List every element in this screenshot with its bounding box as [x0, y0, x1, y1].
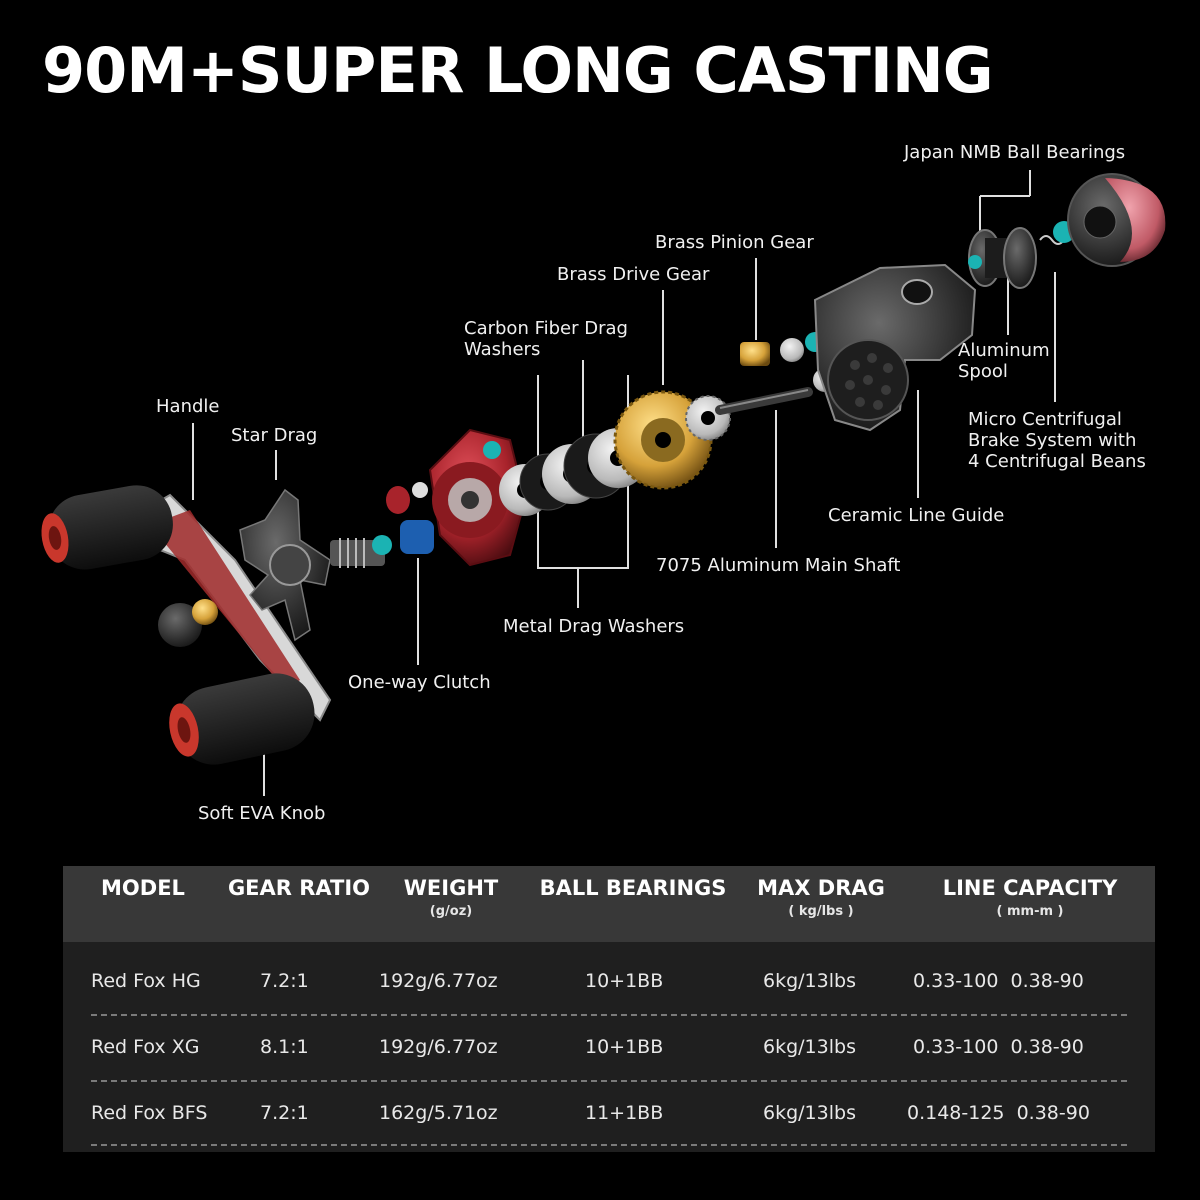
- header-line-capacity-unit: ( mm-m ): [996, 904, 1064, 919]
- header-model: MODEL: [93, 876, 193, 900]
- label-carbon-fiber-drag-washers: Carbon Fiber Drag Washers: [464, 318, 628, 360]
- cell-weight: 192g/6.77oz: [379, 970, 498, 992]
- cell-max-drag: 6kg/13lbs: [763, 970, 856, 992]
- main-shaft: [715, 387, 813, 415]
- brake-and-cover: [1039, 173, 1166, 267]
- label-brass-pinion-gear: Brass Pinion Gear: [655, 232, 814, 253]
- cell-max-drag: 6kg/13lbs: [763, 1036, 856, 1058]
- header-weight: WEIGHT (g/oz): [393, 876, 509, 919]
- cell-gear-ratio: 7.2:1: [260, 1102, 309, 1124]
- aluminum-spool: [968, 227, 1037, 289]
- header-max-drag-label: MAX DRAG: [757, 876, 885, 900]
- table-row: Red Fox BFS 7.2:1 162g/5.71oz 11+1BB 6kg…: [63, 1080, 1155, 1146]
- header-gear-ratio-label: GEAR RATIO: [227, 876, 371, 900]
- cell-ball-bearings: 11+1BB: [585, 1102, 664, 1124]
- header-ball-bearings-label: BALL BEARINGS: [539, 876, 727, 900]
- headline: 90M+SUPER LONG CASTING: [42, 34, 994, 107]
- label-handle: Handle: [156, 396, 220, 417]
- label-ceramic-line-guide: Ceramic Line Guide: [828, 505, 1005, 526]
- reel-frame: [813, 263, 977, 432]
- cell-ball-bearings: 10+1BB: [585, 1036, 664, 1058]
- spec-table: MODEL GEAR RATIO WEIGHT (g/oz) BALL BEAR…: [63, 866, 1155, 1152]
- row-divider: [91, 1080, 1127, 1082]
- clicker-gear: [685, 395, 731, 441]
- label-micro-centrifugal-brake: Micro Centrifugal Brake System with 4 Ce…: [968, 409, 1146, 472]
- header-max-drag: MAX DRAG ( kg/lbs ): [753, 876, 889, 919]
- red-side-plate: [428, 428, 527, 567]
- lower-eva-knob: [169, 673, 315, 765]
- handle-arm: [107, 493, 332, 722]
- cell-model: Red Fox BFS: [91, 1102, 208, 1124]
- cell-ball-bearings: 10+1BB: [585, 970, 664, 992]
- label-brake-line-2: Brake System with: [968, 430, 1137, 451]
- star-drag: [239, 488, 331, 642]
- table-row: Red Fox XG 8.1:1 192g/6.77oz 10+1BB 6kg/…: [63, 1014, 1155, 1080]
- header-line-capacity: LINE CAPACITY ( mm-m ): [935, 876, 1125, 919]
- label-brake-line-1: Micro Centrifugal: [968, 409, 1122, 430]
- clutch-parts: [330, 482, 434, 568]
- spec-table-header: MODEL GEAR RATIO WEIGHT (g/oz) BALL BEAR…: [63, 866, 1155, 942]
- upper-eva-knob: [41, 485, 173, 570]
- table-row: Red Fox HG 7.2:1 192g/6.77oz 10+1BB 6kg/…: [63, 948, 1155, 1014]
- cell-model: Red Fox XG: [91, 1036, 200, 1058]
- handle-nut: [158, 599, 218, 647]
- label-aluminum-spool-line-2: Spool: [958, 361, 1008, 382]
- label-carbon-fiber-line-1: Carbon Fiber Drag: [464, 318, 628, 339]
- cell-line-capacity: 0.148-125 0.38-90: [907, 1102, 1090, 1124]
- cell-line-capacity: 0.33-100 0.38-90: [913, 970, 1084, 992]
- label-aluminum-spool-line-1: Aluminum: [958, 340, 1050, 361]
- header-weight-unit: (g/oz): [429, 904, 473, 919]
- label-star-drag: Star Drag: [231, 425, 318, 446]
- header-gear-ratio: GEAR RATIO: [221, 876, 377, 900]
- header-max-drag-unit: ( kg/lbs ): [788, 904, 854, 919]
- label-aluminum-spool: Aluminum Spool: [958, 340, 1050, 382]
- cell-max-drag: 6kg/13lbs: [763, 1102, 856, 1124]
- header-weight-label: WEIGHT: [403, 876, 499, 900]
- header-ball-bearings: BALL BEARINGS: [535, 876, 731, 900]
- label-one-way-clutch: One-way Clutch: [348, 672, 491, 693]
- label-brake-line-3: 4 Centrifugal Beans: [968, 451, 1146, 472]
- label-brass-drive-gear: Brass Drive Gear: [557, 264, 710, 285]
- label-soft-eva-knob: Soft EVA Knob: [198, 803, 326, 824]
- cell-gear-ratio: 8.1:1: [260, 1036, 309, 1058]
- header-model-label: MODEL: [101, 876, 185, 900]
- label-carbon-fiber-line-2: Washers: [464, 339, 541, 360]
- exploded-reel-diagram: [41, 170, 1166, 796]
- header-line-capacity-label: LINE CAPACITY: [942, 876, 1118, 900]
- row-divider: [91, 1144, 1127, 1146]
- cell-weight: 162g/5.71oz: [379, 1102, 498, 1124]
- row-divider: [91, 1014, 1127, 1016]
- cell-model: Red Fox HG: [91, 970, 201, 992]
- cell-line-capacity: 0.33-100 0.38-90: [913, 1036, 1084, 1058]
- label-aluminum-main-shaft: 7075 Aluminum Main Shaft: [656, 555, 901, 576]
- label-metal-drag-washers: Metal Drag Washers: [503, 616, 685, 637]
- cell-weight: 192g/6.77oz: [379, 1036, 498, 1058]
- label-japan-nmb-ball-bearings: Japan NMB Ball Bearings: [904, 142, 1126, 163]
- cell-gear-ratio: 7.2:1: [260, 970, 309, 992]
